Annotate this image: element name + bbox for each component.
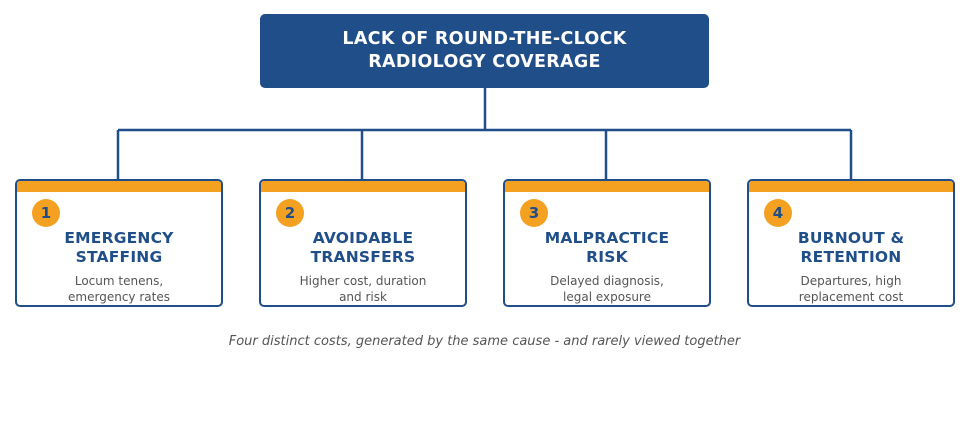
- card-accent-bar: [17, 181, 221, 192]
- card-title: BURNOUT & RETENTION: [797, 229, 905, 266]
- card-description: Departures, high replacement cost: [798, 274, 904, 304]
- card-title: AVOIDABLE TRANSFERS: [310, 229, 416, 266]
- card-emergency-staffing: 1 EMERGENCY STAFFING Locum tenens, emerg…: [15, 179, 223, 307]
- card-accent-bar: [749, 181, 953, 192]
- number-badge: 4: [764, 199, 792, 227]
- diagram-caption: Four distinct costs, generated by the sa…: [228, 334, 741, 349]
- card-accent-bar: [505, 181, 709, 192]
- root-cause-box: LACK OF ROUND-THE-CLOCK RADIOLOGY COVERA…: [260, 14, 709, 88]
- card-description: Delayed diagnosis, legal exposure: [550, 274, 664, 304]
- card-accent-bar: [261, 181, 465, 192]
- card-title: MALPRACTICE RISK: [544, 229, 670, 266]
- card-malpractice-risk: 3 MALPRACTICE RISK Delayed diagnosis, le…: [503, 179, 711, 307]
- number-badge: 3: [520, 199, 548, 227]
- root-cause-title: LACK OF ROUND-THE-CLOCK RADIOLOGY COVERA…: [342, 29, 627, 72]
- card-burnout-retention: 4 BURNOUT & RETENTION Departures, high r…: [747, 179, 955, 307]
- card-description: Locum tenens, emergency rates: [68, 274, 170, 304]
- card-avoidable-transfers: 2 AVOIDABLE TRANSFERS Higher cost, durat…: [259, 179, 467, 307]
- card-description: Higher cost, duration and risk: [299, 274, 427, 304]
- card-title: EMERGENCY STAFFING: [64, 229, 174, 266]
- number-badge: 1: [32, 199, 60, 227]
- number-badge: 2: [276, 199, 304, 227]
